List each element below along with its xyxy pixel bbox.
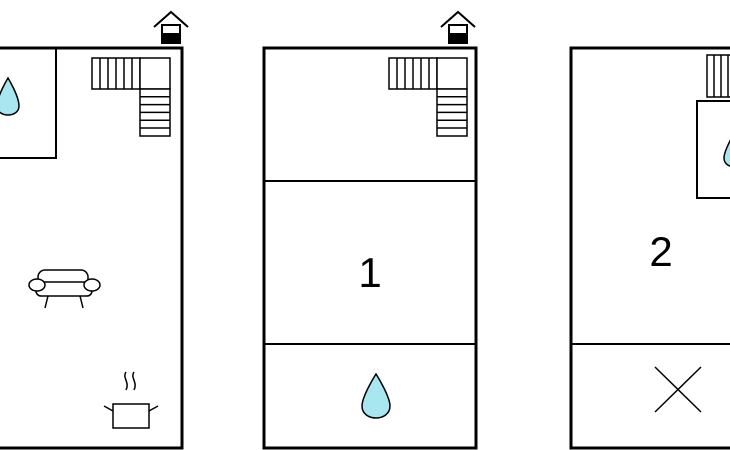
cooking-pot-icon bbox=[103, 371, 159, 429]
bathroom-room bbox=[696, 100, 730, 199]
floor-plan-right: 2 bbox=[569, 46, 730, 450]
floor-outline bbox=[262, 46, 478, 450]
staircase-icon bbox=[91, 57, 171, 137]
bathroom-room bbox=[0, 47, 57, 159]
room-number-label: 1 bbox=[358, 249, 381, 296]
staircase-icon bbox=[388, 57, 468, 137]
water-drop-icon bbox=[0, 76, 20, 116]
floor-plan-left bbox=[0, 10, 189, 450]
house-entrance-icon bbox=[440, 10, 476, 44]
floor-outline bbox=[0, 46, 184, 450]
staircase-icon bbox=[706, 54, 730, 98]
room-number-label: 2 bbox=[649, 228, 672, 275]
sofa-icon bbox=[28, 269, 101, 309]
floor-plan-middle: 1 bbox=[262, 10, 478, 450]
water-drop-icon bbox=[361, 372, 391, 419]
cross-icon bbox=[654, 366, 702, 413]
house-entrance-icon bbox=[153, 10, 189, 44]
floor-outline bbox=[569, 46, 730, 450]
